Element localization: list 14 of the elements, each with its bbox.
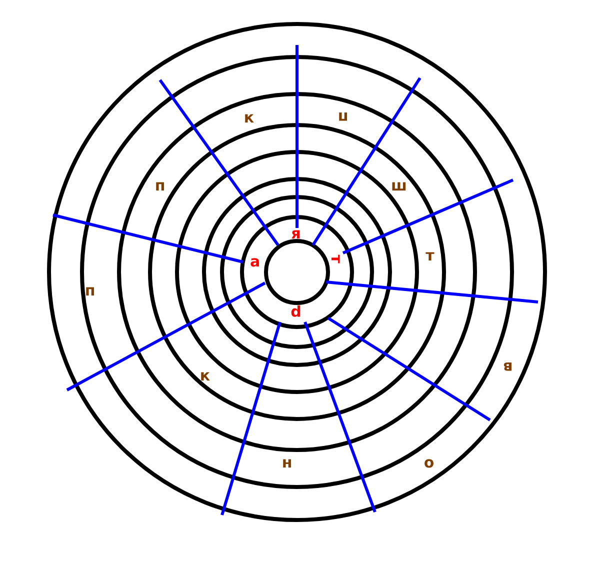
- letter: т: [426, 248, 434, 264]
- letter: п: [84, 284, 96, 298]
- letter: п: [338, 110, 348, 124]
- letter: р: [290, 306, 302, 320]
- letter: я: [291, 226, 301, 242]
- letter: к: [244, 110, 254, 126]
- letter: о: [424, 456, 434, 470]
- letter: т: [328, 254, 344, 264]
- letter: ш: [391, 178, 407, 194]
- letter: а: [250, 254, 260, 270]
- letter: в: [503, 360, 513, 374]
- letter: н: [282, 456, 292, 470]
- letter: п: [154, 178, 166, 194]
- letter: к: [200, 368, 210, 384]
